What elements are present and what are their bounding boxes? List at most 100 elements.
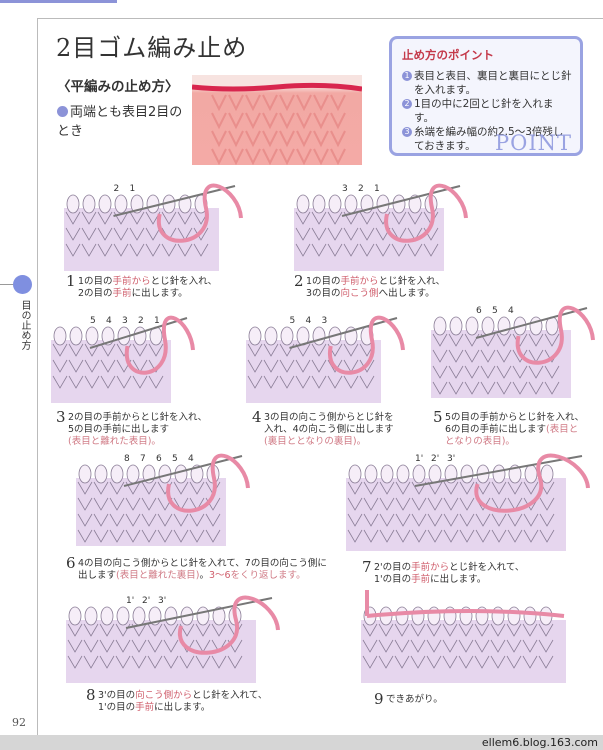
- step-number: 6: [66, 554, 76, 572]
- caption-segment: 入れ、4の向こう側に出します: [264, 424, 394, 435]
- step-diagram-9: [355, 580, 590, 685]
- top-accent-bar: [0, 0, 117, 3]
- caption-segment: 2'の目の: [374, 562, 412, 573]
- step-number: 4: [252, 408, 262, 426]
- point-item-text: 1目の中に2回とじ針を入れます。: [414, 98, 554, 124]
- step-number: 7: [362, 558, 372, 576]
- caption-segment: をくり返します。: [230, 570, 306, 581]
- stitch-number-label: 1: [374, 184, 380, 194]
- stitch-number-label: 5: [289, 316, 296, 326]
- caption-segment: となりの表目)。: [445, 436, 515, 447]
- caption-line: 2の目の手前に出します。: [78, 288, 217, 300]
- page-number: 92: [12, 716, 26, 729]
- caption-line: 3の目の向こう側からとじ針を: [264, 412, 394, 424]
- side-tab-line: [0, 284, 16, 285]
- side-tab-dot: [13, 275, 32, 294]
- tapestry-needle: [125, 597, 273, 629]
- stitch-number-label: 5: [492, 306, 498, 316]
- caption-segment: 5の目の手前に出します: [68, 424, 170, 435]
- caption-segment: から: [131, 276, 151, 287]
- caption-line: 1の目の手前からとじ針を入れ、: [306, 276, 445, 288]
- point-heading: 止め方のポイント: [402, 48, 494, 62]
- caption-segment: 2の目の: [78, 288, 113, 299]
- caption-segment: 3の目の向こう側からとじ針を: [264, 412, 394, 423]
- step-number: 2: [294, 272, 304, 290]
- caption-line: 6の目の手前に出します(表目と: [445, 424, 584, 436]
- caption-segment: とじ針を入れて、: [449, 562, 525, 573]
- yarn-bindoff: [366, 609, 565, 618]
- caption-line: 1の目の手前からとじ針を入れ、: [78, 276, 217, 288]
- caption-segment: 1の目の: [78, 276, 113, 287]
- knitting-photo: [192, 75, 362, 165]
- knit-fabric: [76, 478, 226, 546]
- section-subtitle: 〈平編みの止め方〉: [57, 79, 179, 95]
- caption-segment: 3の目の: [306, 288, 341, 299]
- tapestry-needle: [475, 307, 588, 339]
- caption-line: 4の目の向こう側からとじ針を入れて、7の目の向こう側に: [78, 558, 327, 570]
- stitch-number-label: 1: [154, 316, 160, 326]
- knit-fabric: [294, 208, 444, 271]
- caption-segment: 1'の目の: [98, 702, 136, 713]
- step-diagram-7: 1'2'3': [340, 448, 590, 553]
- stitch-number-label: 1: [129, 184, 136, 194]
- caption-segment: 手前: [112, 288, 132, 299]
- stitch-number-label: 3: [342, 184, 348, 194]
- caption-line: 出します(表目と離れた裏目)。3〜6をくり返します。: [78, 570, 327, 582]
- page-frame-top: [37, 18, 603, 19]
- stitch-number-label: 3: [321, 316, 328, 326]
- caption-line: できあがり。: [386, 694, 443, 706]
- caption-segment: とじ針を入れ、: [150, 276, 218, 287]
- caption-segment: 3'の目の: [98, 690, 136, 701]
- caption-segment: 3〜6: [208, 570, 231, 581]
- caption-segment: に出します。: [430, 574, 487, 585]
- caption-segment: 手前: [112, 276, 132, 287]
- caption-segment: 6の目の手前に出します: [445, 424, 547, 435]
- caption-line: 5の目の手前からとじ針を入れ、: [445, 412, 584, 424]
- caption-line: 5の目の手前に出します: [68, 424, 207, 436]
- yarn-strand: [156, 183, 243, 243]
- page-title: 2目ゴム編み止め: [56, 34, 248, 62]
- yarn-strand: [327, 315, 405, 375]
- yarn-strand: [474, 453, 590, 513]
- caption-line: 入れ、4の向こう側に出します: [264, 424, 394, 436]
- caption-segment: に出します。: [154, 702, 211, 713]
- caption-segment: 。: [199, 570, 209, 581]
- condition-note: 両端とも表目2目のとき: [57, 103, 187, 141]
- point-logo: POINT: [494, 131, 572, 155]
- knit-fabric: [346, 478, 566, 551]
- number-badge-icon: 3: [402, 127, 412, 137]
- tapestry-needle: [123, 455, 243, 487]
- caption-segment: 手前から: [340, 276, 379, 287]
- stitch-number-label: 4: [188, 454, 194, 464]
- watermark-text: ellem6.blog.163.com: [481, 736, 598, 749]
- stitch-number-label: 1': [415, 454, 424, 464]
- caption-line: (表目と離れた表目)。: [68, 436, 207, 448]
- bullet-dot-icon: [57, 106, 68, 117]
- caption-segment: 手前: [411, 574, 431, 585]
- yarn-strand: [177, 595, 280, 655]
- caption-line: (裏目ととなりの裏目)。: [264, 436, 394, 448]
- caption-line: 3の目の向こう側へ出します。: [306, 288, 445, 300]
- caption-line: 3'の目の向こう側からとじ針を入れて、: [98, 690, 267, 702]
- step-number: 1: [66, 272, 76, 290]
- stitch-number-label: 2: [138, 316, 144, 326]
- side-tab-label: 目の止め方: [19, 300, 30, 350]
- knit-fabric: [66, 620, 256, 683]
- caption-segment: とじ針を入れ、: [378, 276, 446, 287]
- stitch-number-label: 5: [90, 316, 96, 326]
- stitch-number-label: 3': [158, 596, 167, 606]
- stitch-number-label: 3': [447, 454, 456, 464]
- condition-note-text: 両端とも表目2目のとき: [57, 105, 183, 139]
- stitch-number-label: 7: [140, 454, 146, 464]
- caption-segment: 1'の目の: [374, 574, 412, 585]
